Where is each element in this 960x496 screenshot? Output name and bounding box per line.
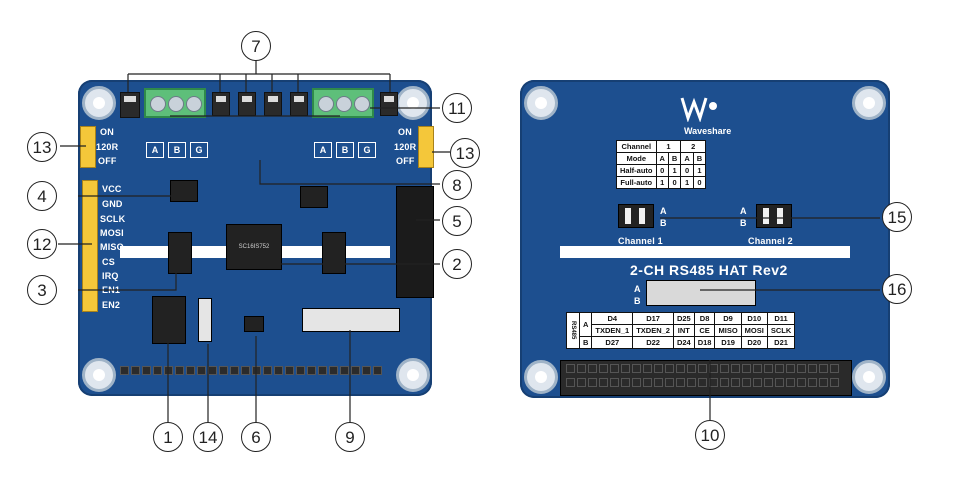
pin-cell: D27 [591, 336, 634, 349]
side-pin-label: IRQ [102, 271, 119, 281]
board-title: 2-CH RS485 HAT Rev2 [630, 262, 788, 278]
side-pin-label: SCLK [100, 214, 126, 224]
resistor-pads [646, 280, 756, 306]
mode-table-cell: 1 [692, 164, 707, 177]
jumper-right [418, 126, 434, 168]
front-gpio-row [120, 366, 382, 375]
callout-3: 3 [27, 275, 57, 305]
callout-5: 5 [442, 206, 472, 236]
switch-off-label: OFF [396, 156, 415, 166]
callout-14: 14 [193, 422, 223, 452]
pin-cell: D20 [740, 336, 768, 349]
screw [150, 96, 166, 112]
screw [168, 96, 184, 112]
callout-13-right: 13 [450, 138, 480, 168]
terminal-label-b: B [168, 142, 186, 158]
component-top [380, 92, 398, 116]
terminal-label-g: G [190, 142, 208, 158]
ab-b-label: B [634, 296, 641, 306]
callout-16: 16 [882, 274, 912, 304]
dip-switch-ch1 [618, 204, 654, 228]
jumper-left [80, 126, 96, 168]
uart-chip: SC16IS752 [226, 224, 282, 270]
callout-1: 1 [153, 422, 183, 452]
dip-a-label: A [740, 206, 747, 216]
switch-off-label: OFF [98, 156, 117, 166]
pin-cell: D21 [766, 336, 796, 349]
mount-hole [524, 86, 558, 120]
callout-2: 2 [442, 249, 472, 279]
callout-8: 8 [442, 170, 472, 200]
callout-12: 12 [27, 229, 57, 259]
callout-13-left: 13 [27, 132, 57, 162]
dip-b-label: B [740, 218, 747, 228]
transceiver-chip [168, 232, 192, 274]
gpio-pins-top [566, 364, 839, 373]
dip-b-label: B [660, 218, 667, 228]
side-pin-label: CS [102, 257, 115, 267]
side-pin-label: VCC [102, 184, 122, 194]
side-pin-label: EN2 [102, 300, 121, 310]
pin-cell: D24 [672, 336, 695, 349]
screw [354, 96, 370, 112]
callout-9: 9 [335, 422, 365, 452]
mode-table: Channel 1 2 Mode A B A B Half-auto 0 1 0… [616, 140, 707, 189]
gpio-pins-bottom [566, 378, 839, 387]
terminal-label-g: G [358, 142, 376, 158]
mount-hole [82, 86, 116, 120]
dip-a-label: A [660, 206, 667, 216]
mode-table-cell: B [692, 152, 707, 165]
callout-15: 15 [882, 202, 912, 232]
pin-cell: D19 [714, 336, 742, 349]
crystal [244, 316, 264, 332]
switch-on-label: ON [100, 127, 114, 137]
mount-hole [852, 360, 886, 394]
dip-switch-ch2 [756, 204, 792, 228]
side-pin-label: MISO [100, 242, 124, 252]
mode-table-cell: 0 [692, 176, 707, 189]
pin-cell: D22 [632, 336, 674, 349]
screw [318, 96, 334, 112]
side-pin-label: GND [102, 199, 123, 209]
switch-on-label: ON [398, 127, 412, 137]
switch-120r-label: 120R [394, 142, 417, 152]
transceiver-chip [322, 232, 346, 274]
mount-hole [852, 86, 886, 120]
terminal-label-a: A [146, 142, 164, 158]
mount-hole [396, 358, 430, 392]
ab-a-label: A [634, 284, 641, 294]
callout-6: 6 [241, 422, 271, 452]
pin-table-b: B [578, 336, 593, 349]
side-pin-label: MOSI [100, 228, 124, 238]
component-top [120, 92, 140, 118]
screw [186, 96, 202, 112]
terminal-label-b: B [336, 142, 354, 158]
mount-hole [524, 360, 558, 394]
pin-table-a: A [578, 312, 593, 337]
callout-7: 7 [241, 31, 271, 61]
callout-4: 4 [27, 181, 57, 211]
side-pin-header [82, 180, 98, 312]
pin-table: RS485 A D4 D17 D25 D8 D9 D10 D11 TXDEN_1… [566, 312, 796, 349]
terminal-label-a: A [314, 142, 332, 158]
callout-11: 11 [442, 93, 472, 123]
isolator-chip [300, 186, 328, 208]
power-chip [152, 296, 186, 344]
dip-ch2-label: Channel 2 [748, 236, 793, 246]
waveshare-logo [680, 97, 717, 122]
screw [336, 96, 352, 112]
fpc-connector [396, 186, 434, 298]
callout-10: 10 [695, 420, 725, 450]
led-array [198, 298, 212, 342]
mount-hole [82, 358, 116, 392]
led-group [302, 308, 400, 332]
switch-120r-label: 120R [96, 142, 119, 152]
dip-ch1-label: Channel 1 [618, 236, 663, 246]
board-stripe [560, 246, 850, 258]
brand-label: Waveshare [684, 126, 732, 136]
